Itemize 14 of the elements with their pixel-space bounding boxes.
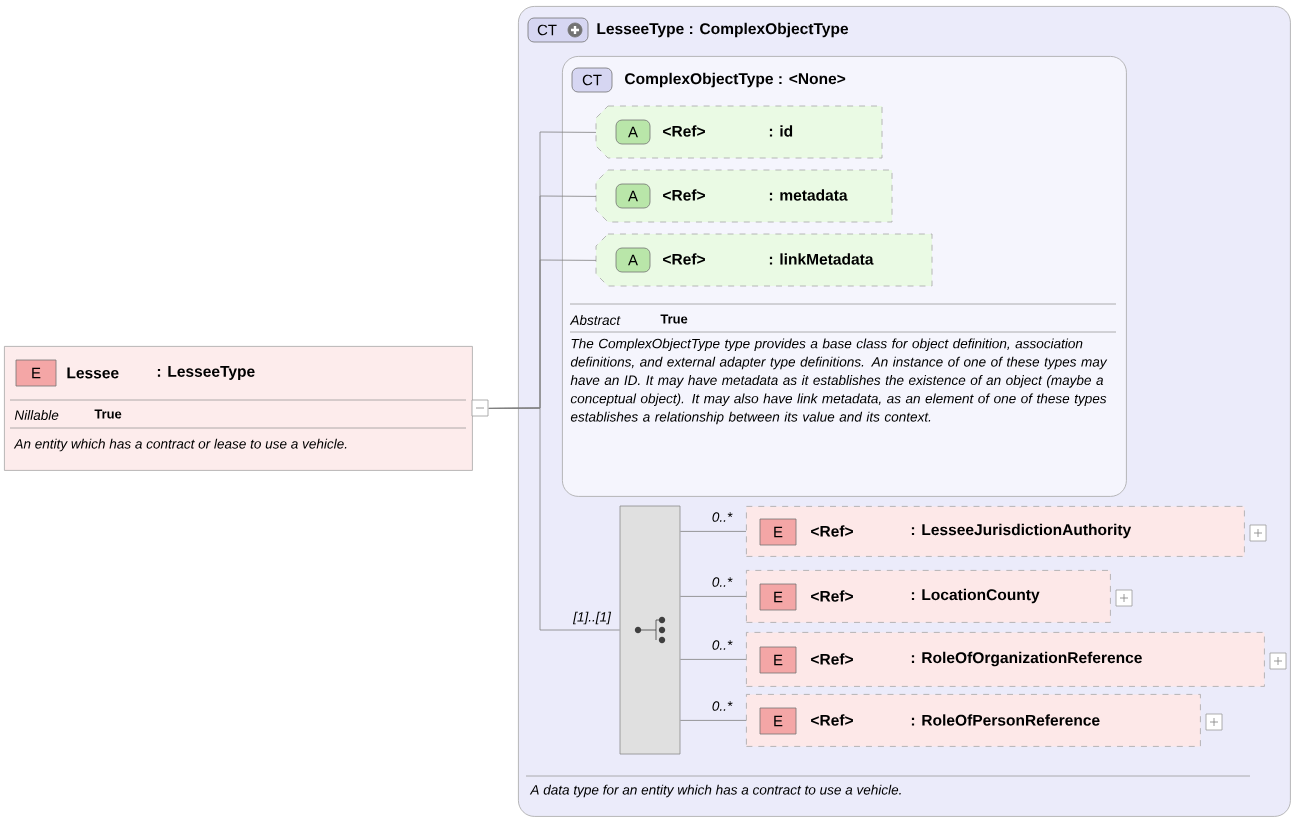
element-box (746, 694, 1223, 747)
attribute-box (595, 105, 883, 159)
sequence-box (619, 505, 681, 755)
element-box (746, 506, 1267, 557)
connector-line (680, 531, 747, 532)
element-box (4, 346, 489, 471)
connector-line (680, 720, 747, 721)
connector-line (680, 659, 747, 660)
connector-line (488, 407, 620, 631)
element-box (746, 632, 1287, 687)
connector-line (680, 596, 747, 597)
element-box (746, 570, 1133, 623)
attribute-box (595, 233, 933, 287)
attribute-box (595, 169, 893, 223)
